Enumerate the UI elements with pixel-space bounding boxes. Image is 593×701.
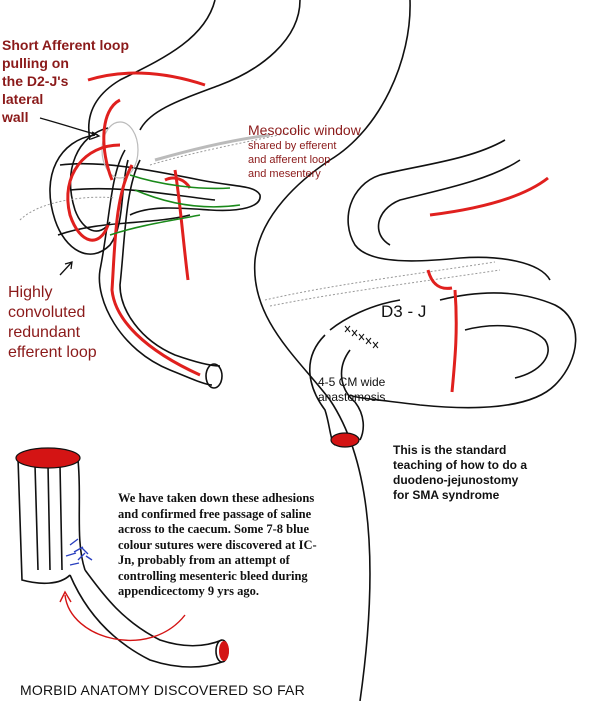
caecum-top-opening bbox=[15, 447, 81, 469]
blue-suture-marks bbox=[65, 538, 93, 566]
red-lumen-lines-left bbox=[66, 71, 206, 377]
label-arrows bbox=[39, 117, 101, 276]
label-standard-teaching: This is the standard teaching of how to … bbox=[393, 443, 527, 502]
label-anastomosis: 4-5 CM wide anastomosis bbox=[318, 375, 386, 404]
label-adhesion-notes: We have taken down these adhesions and c… bbox=[118, 491, 317, 598]
efferent-loop-outline bbox=[49, 127, 261, 389]
label-short-afferent-loop: Short Afferent loop pulling on the D2-J'… bbox=[2, 37, 130, 125]
diagram-caption: MORBID ANATOMY DISCOVERED SO FAR bbox=[20, 682, 305, 698]
label-mesocolic-window: Mesocolic window bbox=[248, 122, 361, 138]
upper-bowel-outline bbox=[88, 0, 411, 701]
d3j-red-lumen bbox=[426, 176, 549, 393]
d3j-anastomosis-sutures bbox=[344, 325, 379, 349]
ileum-cut-end bbox=[219, 641, 229, 661]
caecum-outline bbox=[17, 457, 229, 668]
label-shared-by: shared by efferent and afferent loop and… bbox=[248, 140, 337, 180]
label-efferent-loop: Highly convoluted redundant efferent loo… bbox=[8, 284, 97, 361]
mesentery-green-lines bbox=[109, 174, 241, 236]
dotted-guide-lines bbox=[19, 129, 501, 307]
d3j-outline bbox=[309, 139, 577, 446]
d3j-cut-end bbox=[330, 432, 360, 448]
label-d3-j: D3 - J bbox=[381, 302, 427, 321]
mesocolic-window-band bbox=[101, 121, 271, 179]
curved-arrow-red bbox=[59, 590, 186, 641]
